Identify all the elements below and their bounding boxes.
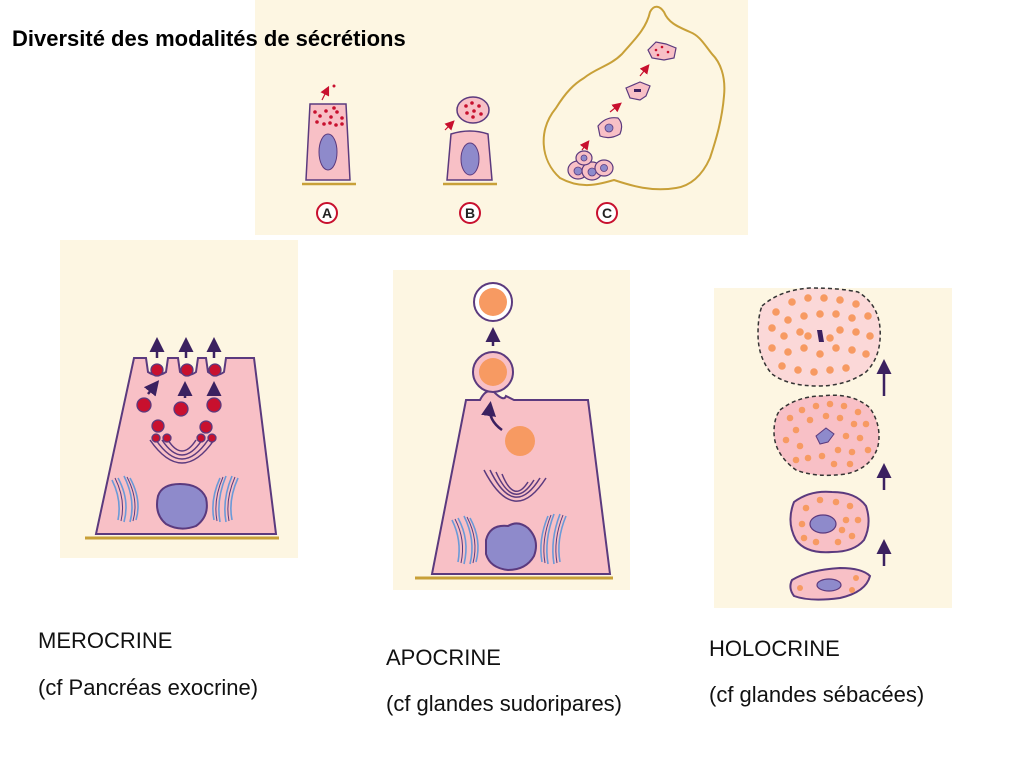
top-cell-c: [542, 5, 726, 191]
holocrine-label: HOLOCRINE: [709, 636, 840, 661]
letter-b: B: [465, 205, 475, 221]
letter-a: A: [322, 205, 332, 221]
top-cell-a: [302, 84, 356, 186]
merocrine-label: MEROCRINE: [38, 628, 173, 653]
apocrine-label: APOCRINE: [386, 645, 501, 670]
merocrine-example: (cf Pancréas exocrine): [38, 675, 259, 700]
page-title: Diversité des modalités de sécrétions: [12, 26, 406, 51]
letter-c: C: [602, 205, 612, 221]
apocrine-example: (cf glandes sudoripares): [386, 691, 623, 716]
merocrine-cell: [85, 337, 279, 540]
holocrine-cells: [757, 287, 892, 601]
letter-a-badge: A: [316, 202, 338, 224]
letter-b-badge: B: [459, 202, 481, 224]
holocrine-example: (cf glandes sébacées): [709, 682, 925, 707]
top-cell-b: [443, 96, 497, 186]
letter-c-badge: C: [596, 202, 618, 224]
apocrine-cell: [415, 282, 613, 580]
